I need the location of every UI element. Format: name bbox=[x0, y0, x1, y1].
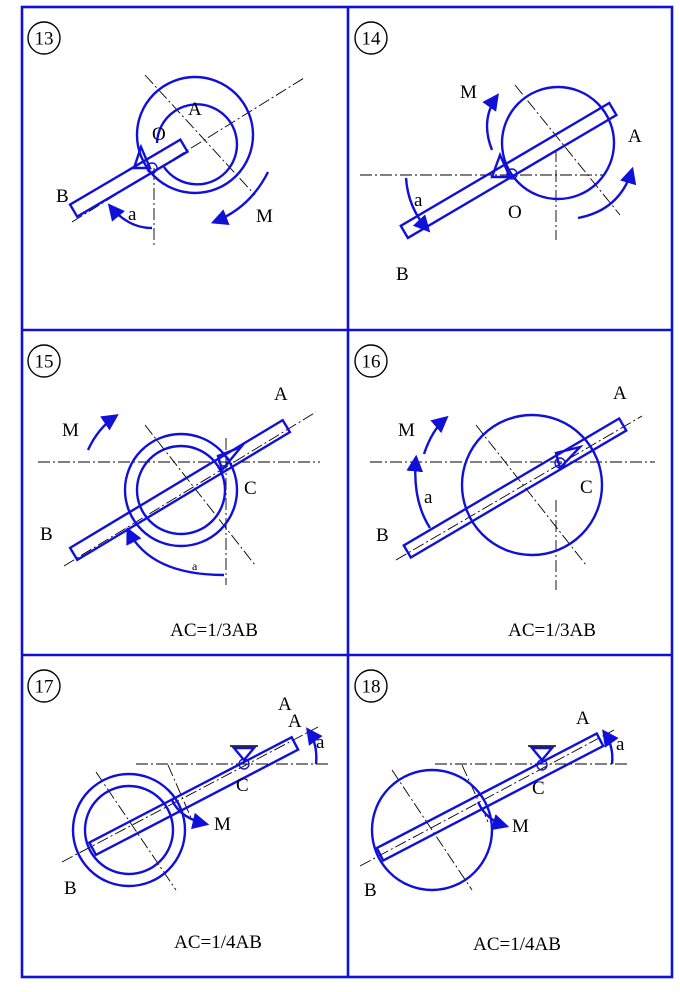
label-angle: a bbox=[424, 487, 433, 508]
disc bbox=[370, 768, 494, 892]
panel-13: 13 A O B a M bbox=[27, 21, 305, 248]
moment-arrow bbox=[210, 171, 270, 225]
label-angle: a bbox=[192, 559, 198, 573]
label-m: M bbox=[398, 420, 415, 441]
label-m: M bbox=[214, 814, 231, 835]
label-b: B bbox=[364, 880, 377, 901]
moment-arrow bbox=[476, 801, 510, 831]
disc bbox=[123, 432, 239, 548]
label-angle: a bbox=[616, 734, 625, 755]
label-o: O bbox=[508, 202, 522, 223]
pivot-support bbox=[132, 143, 158, 174]
panel-number-13: 13 bbox=[27, 21, 61, 55]
label-b: B bbox=[64, 878, 77, 899]
moment-arrow bbox=[422, 415, 449, 455]
moment-arrow bbox=[170, 799, 210, 830]
label-a: A bbox=[274, 384, 288, 405]
panel-18: 18 A a C M B AC=1/4AB bbox=[354, 669, 630, 955]
label-m: M bbox=[512, 816, 529, 837]
label-a: A bbox=[288, 711, 302, 732]
pivot-support bbox=[216, 444, 245, 473]
panel-number-16: 16 bbox=[354, 344, 388, 378]
angle-arrow bbox=[126, 526, 225, 577]
panel-16: 16 A M a C B AC=1/3AB bbox=[354, 344, 655, 641]
label-b: B bbox=[376, 525, 389, 546]
label-c: C bbox=[244, 478, 257, 499]
disc bbox=[71, 772, 187, 888]
label-c: C bbox=[236, 775, 249, 796]
moment-arrow-right bbox=[577, 166, 637, 220]
axes bbox=[359, 729, 630, 891]
label-a-top: A bbox=[278, 694, 292, 715]
svg-text:15: 15 bbox=[35, 352, 54, 373]
label-b: B bbox=[56, 186, 69, 207]
moment-arrow bbox=[86, 414, 119, 451]
fixed-support bbox=[230, 745, 258, 770]
pivot-support bbox=[554, 444, 584, 471]
panel-number-14: 14 bbox=[354, 21, 388, 55]
axes bbox=[38, 411, 320, 585]
rod-ab bbox=[87, 735, 300, 857]
panel-15: 15 A M C B a AC=1/3AB bbox=[27, 344, 320, 641]
panel-number-15: 15 bbox=[27, 344, 61, 378]
disc bbox=[500, 85, 616, 201]
label-o: O bbox=[152, 124, 166, 145]
label-c: C bbox=[532, 778, 545, 799]
label-b: B bbox=[40, 524, 53, 545]
rod-ab bbox=[68, 418, 292, 562]
label-angle: a bbox=[316, 732, 325, 753]
moment-arrow-left bbox=[482, 93, 499, 151]
caption: AC=1/3AB bbox=[170, 620, 258, 641]
panel-number-17: 17 bbox=[27, 669, 61, 703]
angle-arrow bbox=[306, 727, 323, 765]
rod-ab bbox=[375, 731, 605, 863]
label-a: A bbox=[628, 126, 642, 147]
label-angle: a bbox=[414, 190, 423, 211]
panel-grid bbox=[20, 5, 674, 979]
angle-arrow bbox=[404, 177, 431, 233]
svg-text:16: 16 bbox=[362, 352, 381, 373]
label-m: M bbox=[460, 82, 477, 103]
panel-number-18: 18 bbox=[354, 669, 388, 703]
rod-ab bbox=[68, 137, 190, 219]
caption: AC=1/4AB bbox=[473, 934, 561, 955]
disc bbox=[460, 413, 604, 557]
label-a: A bbox=[613, 383, 627, 404]
svg-text:17: 17 bbox=[35, 677, 54, 698]
angle-arrow bbox=[406, 454, 432, 529]
svg-text:18: 18 bbox=[362, 677, 381, 698]
label-angle: a bbox=[128, 204, 137, 225]
label-b: B bbox=[396, 264, 409, 285]
svg-text:14: 14 bbox=[362, 29, 382, 50]
panel-17: 17 A A a C M B AC=1/4AB bbox=[27, 669, 330, 953]
svg-text:13: 13 bbox=[35, 29, 54, 50]
angle-arrow bbox=[602, 729, 619, 765]
caption: AC=1/4AB bbox=[174, 932, 262, 953]
caption: AC=1/3AB bbox=[508, 620, 596, 641]
fixed-support bbox=[528, 745, 556, 771]
label-m: M bbox=[256, 206, 273, 227]
label-a: A bbox=[576, 708, 590, 729]
label-m: M bbox=[62, 420, 79, 441]
rod-ab bbox=[402, 416, 628, 560]
angle-arrow bbox=[107, 203, 153, 230]
axes bbox=[360, 84, 621, 240]
panel-14: 14 M A a O B bbox=[354, 21, 642, 285]
label-a: A bbox=[188, 99, 202, 120]
disc bbox=[135, 75, 255, 195]
pivot-support bbox=[490, 151, 518, 180]
axes bbox=[370, 415, 655, 590]
label-c: C bbox=[580, 477, 593, 498]
